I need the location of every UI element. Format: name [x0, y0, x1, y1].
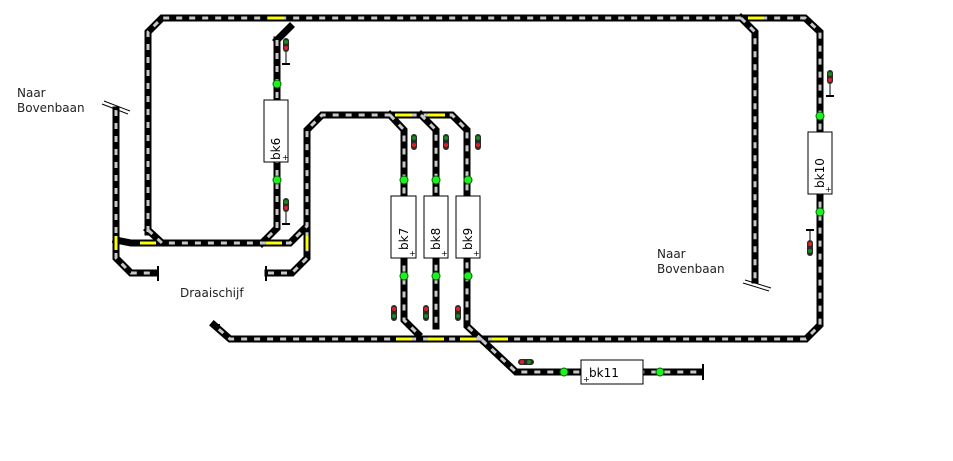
block-bk8-label: bk8 [429, 228, 443, 250]
signal-icon [826, 70, 834, 97]
signal-icon [518, 359, 534, 365]
label-line: Naar [17, 86, 46, 100]
sensor-dot [399, 271, 409, 281]
sensor-dot [559, 367, 569, 377]
signal-icon [411, 134, 417, 150]
signal-icon [423, 305, 429, 321]
block-bk11-label: bk11 [589, 366, 619, 380]
signals[interactable] [282, 38, 834, 365]
signal-icon [455, 305, 461, 321]
block-bk10-label: bk10 [813, 158, 827, 188]
signal-icon [282, 38, 290, 65]
label-line: Bovenbaan [657, 262, 725, 276]
block-bk7-label: bk7 [397, 228, 411, 250]
svg-text:+: + [409, 249, 416, 258]
svg-text:+: + [583, 375, 590, 384]
svg-text:+: + [473, 249, 480, 258]
svg-text:+: + [441, 249, 448, 258]
sensor-dot [431, 175, 441, 185]
sensor-dot [399, 175, 409, 185]
signal-icon [443, 134, 449, 150]
sensor-dot [815, 111, 825, 121]
sensor-dot [272, 175, 282, 185]
naar-bovenbaan-right-label: Naar Bovenbaan [657, 247, 725, 277]
svg-text:+: + [282, 153, 289, 162]
sensor-dot [463, 175, 473, 185]
svg-text:+: + [825, 185, 832, 194]
sensor-dot [272, 79, 282, 89]
block-bk6[interactable]: bk6 + [263, 99, 289, 163]
block-bk8[interactable]: bk8 + [423, 195, 449, 259]
block-bk7[interactable]: bk7 + [390, 195, 417, 259]
sensor-dot [655, 367, 665, 377]
sensor-dot [463, 271, 473, 281]
selected-track-segments [114, 16, 764, 341]
block-bk10[interactable]: bk10 + [807, 131, 833, 195]
label-line: Naar [657, 247, 686, 261]
block-bk9-label: bk9 [461, 228, 475, 250]
sensor-dot [431, 271, 441, 281]
signal-icon [282, 198, 290, 225]
signal-icon [391, 305, 397, 321]
signal-icon [806, 229, 814, 256]
block-bk11[interactable]: bk11 + [580, 359, 644, 385]
signal-icon [475, 134, 481, 150]
block-bk9[interactable]: bk9 + [455, 195, 481, 259]
occupancy-sensors[interactable] [272, 79, 825, 377]
block-bk6-label: bk6 [269, 138, 283, 160]
buffer-stops [101, 100, 772, 380]
label-line: Bovenbaan [17, 101, 85, 115]
draaischijf-label: Draaischijf [180, 286, 244, 300]
sensor-dot [815, 207, 825, 217]
naar-bovenbaan-left-label: Naar Bovenbaan [17, 86, 85, 116]
